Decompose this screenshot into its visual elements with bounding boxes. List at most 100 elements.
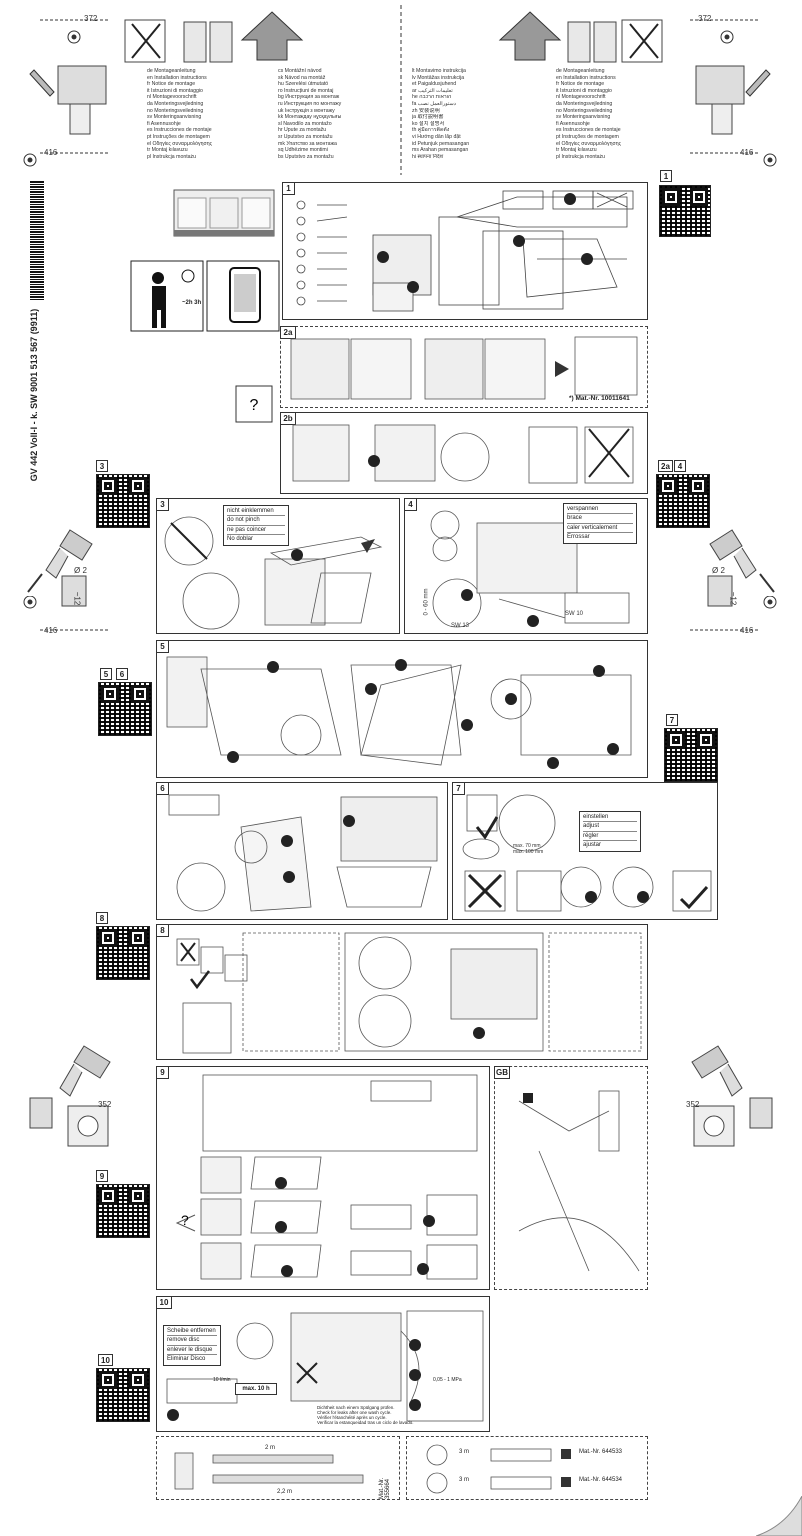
panel-gb: GB xyxy=(494,1066,648,1290)
step-10-illustration xyxy=(166,1310,484,1422)
language-entry: fi Asennusohje xyxy=(556,120,590,127)
language-entry: hi स्थापना निर्देश xyxy=(412,153,444,160)
language-entry: no Monteringsveiledning xyxy=(556,107,613,114)
language-entry: ko 설치 설명서 xyxy=(412,120,445,127)
qr-code[interactable] xyxy=(96,926,150,980)
dim-label: 416 xyxy=(740,626,754,635)
smartphone-app-icon xyxy=(206,260,280,332)
drill-diameter: Ø 2 xyxy=(74,566,87,575)
language-entry: vi Hướng dẫn lắp đặt xyxy=(412,133,461,140)
qr-code[interactable] xyxy=(98,682,152,736)
hinge-drill-icon xyxy=(29,1045,111,1147)
max-time-box: max. 10 h xyxy=(235,1383,277,1396)
qr-label: 6 xyxy=(116,668,128,680)
question-frame-icon: ? xyxy=(235,385,273,423)
qr-code[interactable] xyxy=(656,474,710,528)
material-number: Mat.-Nr. 644534 xyxy=(579,1477,623,1483)
language-entry: fr Notice de montage xyxy=(556,81,605,88)
language-entry: kk Монтаждау нұсқаулығы xyxy=(278,114,342,121)
material-number: *) Mat.-Nr. 10011641 xyxy=(569,395,630,402)
language-entry: en Installation instructions xyxy=(147,74,207,81)
language-entry: sr Uputstvo za montažu xyxy=(278,133,333,140)
language-entry: bg Инструкция за монтаж xyxy=(278,94,340,101)
drill-icon xyxy=(707,529,775,607)
language-entry: pl Instrukcja montażu xyxy=(147,153,197,160)
material-number: Mat.-Nr. 355664 xyxy=(379,1477,391,1499)
language-entry: sk Návod na montáž xyxy=(278,74,326,81)
drill-icon xyxy=(27,529,93,607)
language-entry: sv Monteringsanvisning xyxy=(147,114,202,121)
language-entry: pt Instruções de montagem xyxy=(147,133,210,140)
language-entry: sv Monteringsanvisning xyxy=(556,114,611,121)
qr-code[interactable] xyxy=(659,185,711,237)
qr-label: 9 xyxy=(96,1170,108,1182)
dim-label: 372 xyxy=(698,14,712,23)
panel-number: 2b xyxy=(280,412,296,425)
hose-length: 2 m xyxy=(265,1445,276,1451)
leak-check-text: Dichtheit nach einem Spülgang prüfen.Che… xyxy=(317,1405,414,1425)
step-9-illustration: ? xyxy=(175,1074,478,1280)
max-label: max. 70 mm xyxy=(513,843,541,849)
barcode xyxy=(30,180,44,300)
language-entry: el Οδηγίες συναρμολόγησης xyxy=(147,140,213,147)
language-entry: es Instrucciones de montaje xyxy=(147,127,212,134)
language-entry: da Monteringsvejledning xyxy=(147,100,204,107)
step-1-illustration xyxy=(296,190,634,312)
language-entry: cs Montážní návod xyxy=(278,68,322,74)
step-3-illustration xyxy=(164,516,383,630)
language-entry: de Montageanleitung xyxy=(556,68,605,74)
panel-number: 8 xyxy=(156,924,169,937)
panel-step-5: 5 xyxy=(156,640,648,778)
language-entry: ru Инструкция по монтажу xyxy=(278,100,342,107)
range-label: 0 - 60 mm xyxy=(423,588,430,616)
qr-code[interactable] xyxy=(96,1368,150,1422)
language-entry: en Installation instructions xyxy=(556,74,616,81)
qr-code[interactable] xyxy=(96,1184,150,1238)
language-entry: tr Montaj kılavuzu xyxy=(556,147,597,154)
dim-label: 416 xyxy=(44,626,58,635)
step-4-illustration xyxy=(430,510,630,628)
step-7-illustration xyxy=(462,794,712,912)
language-entry: da Monteringsvejledning xyxy=(556,100,613,107)
panel-step-6: 6 xyxy=(156,782,448,920)
flow-label: 10 l/min xyxy=(213,1377,231,1383)
hose-illustration xyxy=(174,1452,364,1490)
dim-label: 416 xyxy=(740,148,754,157)
language-entry: hu Szerelési útmutató xyxy=(278,81,329,88)
panel-number: 2a xyxy=(280,326,296,339)
language-entry: he הוראות הרכבה xyxy=(412,94,452,101)
model-code: GV 442 Voll-I - k. SW 9001 513 567 (9911… xyxy=(29,308,39,482)
language-entry: bs Uputstvo za montažu xyxy=(278,153,334,160)
mm-label: 352 xyxy=(98,1100,112,1109)
language-entry: it Istruzioni di montaggio xyxy=(556,87,612,94)
language-entry: uk Інструкція з монтажу xyxy=(278,107,335,114)
step-2a-illustration xyxy=(290,336,638,400)
language-entry: fi Asennusohje xyxy=(147,120,181,127)
panel-number: 4 xyxy=(404,498,417,511)
hose-options-illustration xyxy=(426,1444,571,1494)
panel-step-2b: 2b xyxy=(280,412,648,494)
language-entry: pl Instrukcja montażu xyxy=(556,153,606,160)
max-label: max. 100 mm xyxy=(513,849,544,855)
qr-label: 5 xyxy=(100,668,112,680)
panel-step-1: 1 xyxy=(282,182,648,320)
language-entry: th คู่มือการติดตั้ง xyxy=(412,127,450,134)
qr-code[interactable] xyxy=(664,728,718,782)
step-8-illustration xyxy=(176,932,642,1054)
panel-step-2a: 2a *) Mat.-Nr. 10011641 xyxy=(280,326,648,408)
panel-hose-options: 3 m 3 m Mat.-Nr. 644533 Mat.-Nr. 644534 xyxy=(406,1436,648,1500)
qr-label: 10 xyxy=(98,1354,113,1366)
panel-step-8: 8 xyxy=(156,924,648,1060)
time-label: ~2h 3h xyxy=(182,300,202,306)
panel-number: GB xyxy=(494,1066,510,1079)
panel-number: 3 xyxy=(156,498,169,511)
qr-code[interactable] xyxy=(96,474,150,528)
svg-text:?: ? xyxy=(250,397,259,414)
language-entry: sl Navodilo za montažo xyxy=(278,120,332,127)
